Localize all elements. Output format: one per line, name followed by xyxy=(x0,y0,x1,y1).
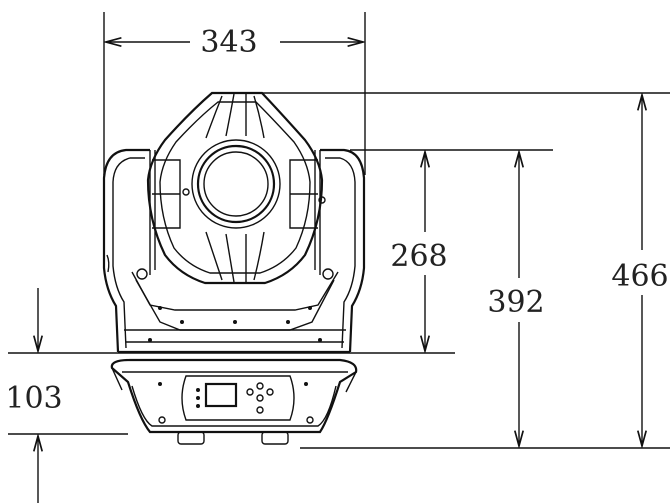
fixture-base xyxy=(110,358,358,445)
yoke-arm-left xyxy=(102,148,156,353)
base-height-label: 103 xyxy=(5,381,62,416)
control-button xyxy=(256,406,264,414)
width-dimension: 343 xyxy=(103,12,366,175)
lens xyxy=(191,139,281,229)
fixture-head xyxy=(146,91,326,285)
total-height-label: 466 xyxy=(611,259,668,294)
fixture-outline xyxy=(102,91,366,445)
yoke-cross-plate xyxy=(118,268,350,354)
yoke-height-label: 268 xyxy=(390,239,447,274)
control-button xyxy=(246,388,254,396)
control-panel xyxy=(181,375,295,421)
width-label: 343 xyxy=(200,25,257,60)
body-height-dimension: 392 xyxy=(300,152,670,449)
base-height-dimension: 103 xyxy=(5,288,128,503)
display-screen xyxy=(204,382,238,408)
control-button xyxy=(266,388,274,396)
body-height-label: 392 xyxy=(487,285,544,320)
control-button xyxy=(256,382,264,390)
base-foot-left xyxy=(177,431,205,445)
base-foot-right xyxy=(261,431,289,445)
total-height-dimension: 466 xyxy=(262,92,670,446)
control-button xyxy=(256,394,264,402)
